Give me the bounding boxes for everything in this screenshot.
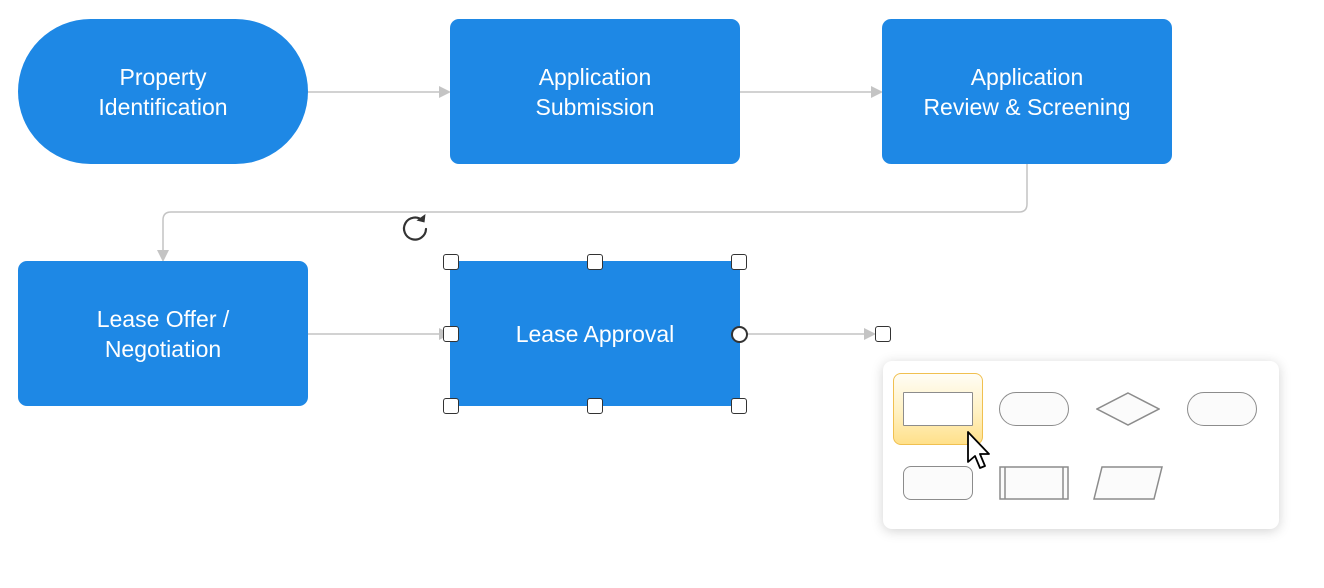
palette-predefined-process-button[interactable]: [989, 447, 1079, 519]
node-label: Application Submission: [535, 63, 655, 120]
rounded-process-shape-icon: [903, 466, 973, 500]
resize-handle-bottom-right[interactable]: [731, 398, 747, 414]
node-label: Property Identification: [98, 63, 228, 120]
connection-point-right[interactable]: [731, 326, 748, 343]
node-property-identification[interactable]: Property Identification: [18, 19, 308, 164]
diamond-shape-icon: [1096, 392, 1160, 426]
node-label: Lease Approval: [515, 320, 675, 347]
resize-handle-bottom-left[interactable]: [443, 398, 459, 414]
rounded-rectangle-shape-icon: [999, 392, 1069, 426]
rectangle-shape-icon: [903, 392, 973, 426]
palette-rounded-rectangle-button[interactable]: [989, 373, 1079, 445]
node-application-review[interactable]: Application Review & Screening: [882, 19, 1172, 164]
resize-handle-top-left[interactable]: [443, 254, 459, 270]
node-lease-approval[interactable]: Lease Approval: [450, 261, 740, 406]
node-label: Application Review & Screening: [923, 63, 1131, 120]
resize-handle-bottom[interactable]: [587, 398, 603, 414]
palette-terminator-button[interactable]: [1177, 373, 1267, 445]
rotate-icon[interactable]: [398, 210, 432, 244]
node-lease-offer[interactable]: Lease Offer / Negotiation: [18, 261, 308, 406]
palette-rectangle-button[interactable]: [893, 373, 983, 445]
predefined-process-shape-icon: [999, 466, 1069, 500]
connector-end-handle[interactable]: [875, 326, 891, 342]
palette-decision-button[interactable]: [1083, 373, 1173, 445]
resize-handle-left[interactable]: [443, 326, 459, 342]
parallelogram-shape-icon: [1093, 466, 1163, 500]
connector-review-to-lease-offer[interactable]: [157, 164, 1028, 262]
node-application-submission[interactable]: Application Submission: [450, 19, 740, 164]
palette-rounded-process-button[interactable]: [893, 447, 983, 519]
shape-palette: [883, 361, 1279, 529]
palette-data-button[interactable]: [1083, 447, 1173, 519]
resize-handle-top[interactable]: [587, 254, 603, 270]
resize-handle-top-right[interactable]: [731, 254, 747, 270]
pill-shape-icon: [1187, 392, 1257, 426]
node-label: Lease Offer / Negotiation: [96, 305, 230, 362]
